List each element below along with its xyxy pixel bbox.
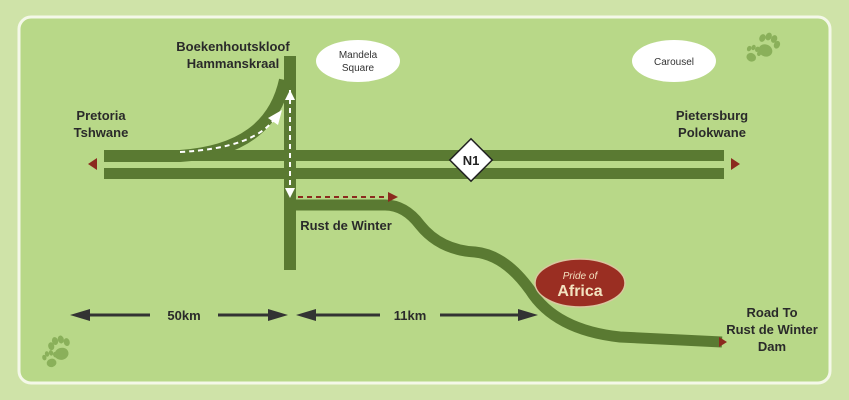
distance-50km-arrow-left xyxy=(70,309,90,321)
logo-line1: Pride of xyxy=(563,271,599,282)
paw-print-icon xyxy=(42,335,70,368)
distance-50km-arrow-right xyxy=(268,309,288,321)
distance-50km-label: 50km xyxy=(167,308,200,323)
distance-11km-label: 11km xyxy=(394,308,427,323)
north-label-line1: Boekenhoutskloof xyxy=(176,39,290,54)
north-label-line2: Hammanskraal xyxy=(187,56,280,71)
distance-11km-arrow-left xyxy=(296,309,316,321)
dam-label-line2: Rust de Winter xyxy=(726,322,818,337)
carousel-label: Carousel xyxy=(654,57,694,68)
carousel-bubble xyxy=(632,40,716,82)
east-label-line2: Polokwane xyxy=(678,125,746,140)
rust-de-winter-road xyxy=(290,199,723,348)
distance-11km-arrow-right xyxy=(518,309,538,321)
paw-print-icon xyxy=(746,32,781,62)
logo-line2: Africa xyxy=(557,283,602,300)
west-label-line2: Tshwane xyxy=(74,125,129,140)
east-arrow-icon xyxy=(731,158,740,170)
on-ramp xyxy=(104,78,291,162)
mandela-square-bubble xyxy=(316,40,400,82)
dam-arrow-icon xyxy=(719,337,727,347)
pride-of-africa-logo xyxy=(534,258,626,308)
n1-northbound-lane xyxy=(104,150,724,161)
route-vertical-arrowhead-up xyxy=(285,90,295,100)
dam-label-line3: Dam xyxy=(758,339,786,354)
east-label-line1: Pietersburg xyxy=(676,108,748,123)
rust-label: Rust de Winter xyxy=(300,218,392,233)
west-label-line1: Pretoria xyxy=(76,108,126,123)
rust-route-arrowhead xyxy=(388,192,398,202)
n1-badge-label: N1 xyxy=(463,153,480,168)
route-ramp-arrowhead xyxy=(268,110,282,125)
map-panel xyxy=(17,15,832,385)
dam-label-line1: Road To xyxy=(746,305,797,320)
mandela-line1: Mandela xyxy=(339,50,378,61)
west-arrow-icon xyxy=(88,158,97,170)
n1-southbound-lane xyxy=(104,168,724,179)
route-vertical-arrowhead-down xyxy=(285,188,295,198)
mandela-line2: Square xyxy=(342,63,375,74)
n1-badge xyxy=(448,137,494,183)
